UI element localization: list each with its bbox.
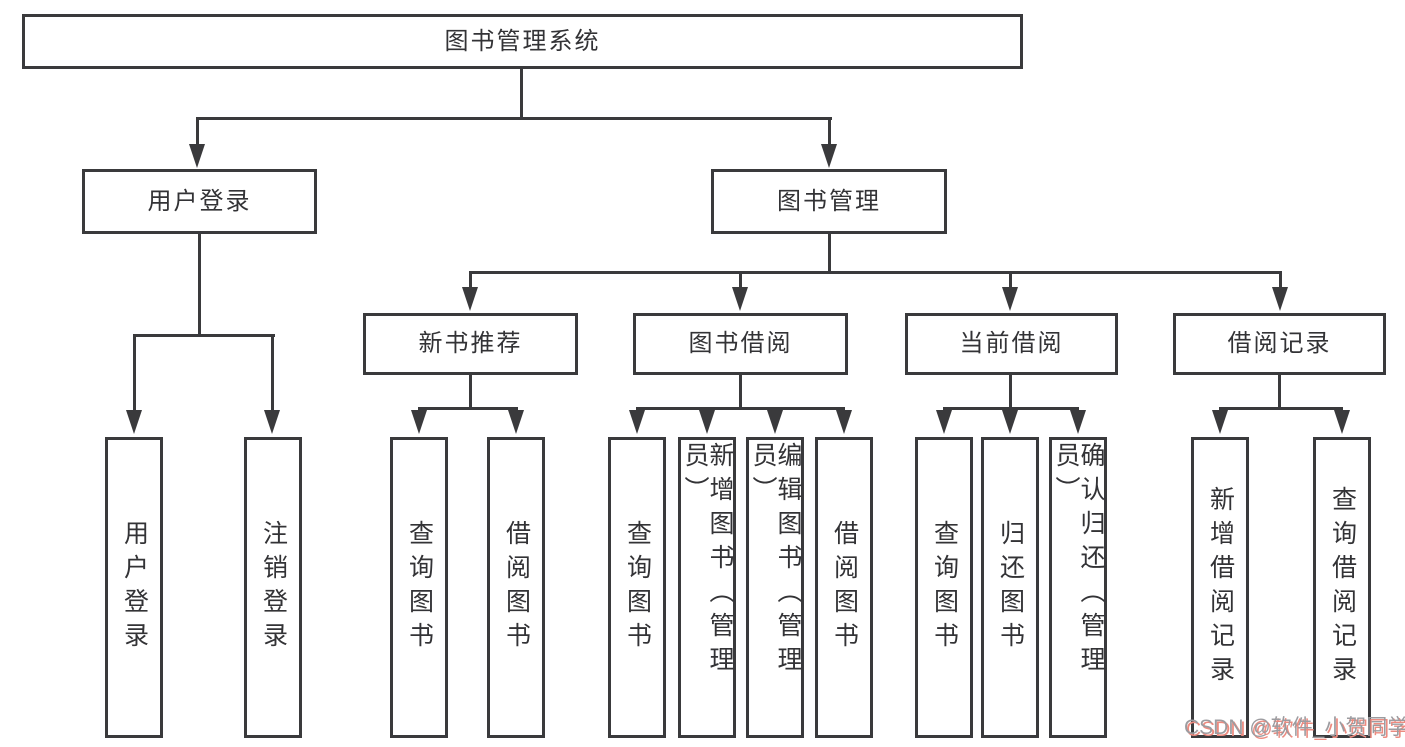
leaf-query-books-3: 查询图书 xyxy=(915,437,973,738)
edge-stub-leaf-login xyxy=(133,334,136,412)
csdn-watermark: CSDN @软件_小贺同学 xyxy=(1184,716,1405,739)
node-root-label: 图书管理系统 xyxy=(444,27,601,55)
leaf-add-books-label: 新增图书（管理员） xyxy=(681,441,734,680)
leaf-query-books-1: 查询图书 xyxy=(390,437,448,738)
edge-book-mgmt-branch xyxy=(469,271,1282,274)
edge-root-vertical xyxy=(520,68,523,120)
node-current-borrow-label: 当前借阅 xyxy=(959,330,1064,357)
node-book-borrow-label: 图书借阅 xyxy=(688,330,793,357)
arrow-to-leaf-login xyxy=(126,410,142,434)
arrow-to-leaf-add-books xyxy=(699,410,715,434)
edge-stub-book-borrow xyxy=(739,271,742,289)
edge-new-books-vertical xyxy=(469,375,472,410)
edge-stub-current-borrow xyxy=(1009,271,1012,289)
arrow-to-book-mgmt xyxy=(821,144,837,168)
node-book-borrow: 图书借阅 xyxy=(633,313,848,375)
edge-stub-new-books xyxy=(469,271,472,289)
edge-stub-book-mgmt xyxy=(828,117,831,147)
node-new-books: 新书推荐 xyxy=(363,313,578,375)
node-new-books-label: 新书推荐 xyxy=(418,330,523,357)
leaf-query-books-2-label: 查询图书 xyxy=(623,519,652,656)
leaf-user-login: 用户登录 xyxy=(105,437,163,738)
edge-current-borrow-vertical xyxy=(1009,375,1012,410)
arrow-to-leaf-borrow-books-1 xyxy=(508,410,524,434)
leaf-add-borrow-record: 新增借阅记录 xyxy=(1191,437,1249,738)
edge-stub-user-login xyxy=(196,117,199,147)
node-current-borrow: 当前借阅 xyxy=(905,313,1118,375)
arrow-to-leaf-logout xyxy=(264,410,280,434)
leaf-return-books-label: 归还图书 xyxy=(996,519,1025,656)
leaf-logout: 注销登录 xyxy=(244,437,302,738)
node-borrow-records: 借阅记录 xyxy=(1173,313,1386,375)
node-root-library-system: 图书管理系统 xyxy=(22,14,1023,69)
arrow-to-current-borrow xyxy=(1002,287,1018,311)
leaf-edit-books-label: 编辑图书（管理员） xyxy=(749,441,802,680)
leaf-logout-label: 注销登录 xyxy=(259,519,288,656)
edge-user-login-vertical xyxy=(198,234,201,337)
arrow-to-user-login xyxy=(189,144,205,168)
node-user-login-module: 用户登录 xyxy=(82,169,317,234)
leaf-edit-books: 编辑图书（管理员） xyxy=(746,437,804,738)
leaf-borrow-books-1: 借阅图书 xyxy=(487,437,545,738)
arrow-to-leaf-confirm-return xyxy=(1070,410,1086,434)
leaf-return-books: 归还图书 xyxy=(981,437,1039,738)
node-borrow-records-label: 借阅记录 xyxy=(1227,330,1332,357)
leaf-add-borrow-record-label: 新增借阅记录 xyxy=(1206,485,1235,690)
edge-book-borrow-vertical xyxy=(739,375,742,410)
arrow-to-leaf-borrow-books-2 xyxy=(836,410,852,434)
arrow-to-book-borrow xyxy=(732,287,748,311)
arrow-to-leaf-query-books-3 xyxy=(936,410,952,434)
edge-new-books-branch xyxy=(418,407,518,410)
arrow-to-leaf-return-books xyxy=(1002,410,1018,434)
node-book-mgmt-module: 图书管理 xyxy=(711,169,947,234)
node-book-mgmt-label: 图书管理 xyxy=(777,187,881,215)
arrow-to-new-books xyxy=(462,287,478,311)
leaf-confirm-return: 确认归还（管理员） xyxy=(1049,437,1107,738)
edge-user-login-branch xyxy=(133,334,275,337)
edge-stub-leaf-logout xyxy=(271,334,274,412)
arrow-to-borrow-records xyxy=(1272,287,1288,311)
node-user-login-label: 用户登录 xyxy=(147,187,252,215)
arrow-to-leaf-edit-books xyxy=(767,410,783,434)
leaf-borrow-books-1-label: 借阅图书 xyxy=(502,519,531,656)
edge-book-mgmt-vertical xyxy=(828,234,831,274)
arrow-to-leaf-add-record xyxy=(1212,410,1228,434)
leaf-borrow-books-2: 借阅图书 xyxy=(815,437,873,738)
leaf-query-books-2: 查询图书 xyxy=(608,437,666,738)
leaf-query-books-3-label: 查询图书 xyxy=(930,519,959,656)
edge-book-borrow-branch xyxy=(636,407,845,410)
edge-borrow-records-branch xyxy=(1219,407,1343,410)
edge-borrow-records-vertical xyxy=(1278,375,1281,410)
leaf-user-login-label: 用户登录 xyxy=(120,519,149,656)
leaf-query-borrow-record-label: 查询借阅记录 xyxy=(1328,485,1357,690)
arrow-to-leaf-query-books-1 xyxy=(411,410,427,434)
leaf-query-books-1-label: 查询图书 xyxy=(405,519,434,656)
edge-stub-borrow-records xyxy=(1279,271,1282,289)
arrow-to-leaf-query-record xyxy=(1334,410,1350,434)
leaf-query-borrow-record: 查询借阅记录 xyxy=(1313,437,1371,738)
leaf-confirm-return-label: 确认归还（管理员） xyxy=(1052,441,1105,680)
edge-root-branch xyxy=(196,117,832,120)
edge-current-borrow-branch xyxy=(943,407,1079,410)
leaf-add-books: 新增图书（管理员） xyxy=(678,437,736,738)
arrow-to-leaf-query-books-2 xyxy=(629,410,645,434)
leaf-borrow-books-2-label: 借阅图书 xyxy=(830,519,859,656)
